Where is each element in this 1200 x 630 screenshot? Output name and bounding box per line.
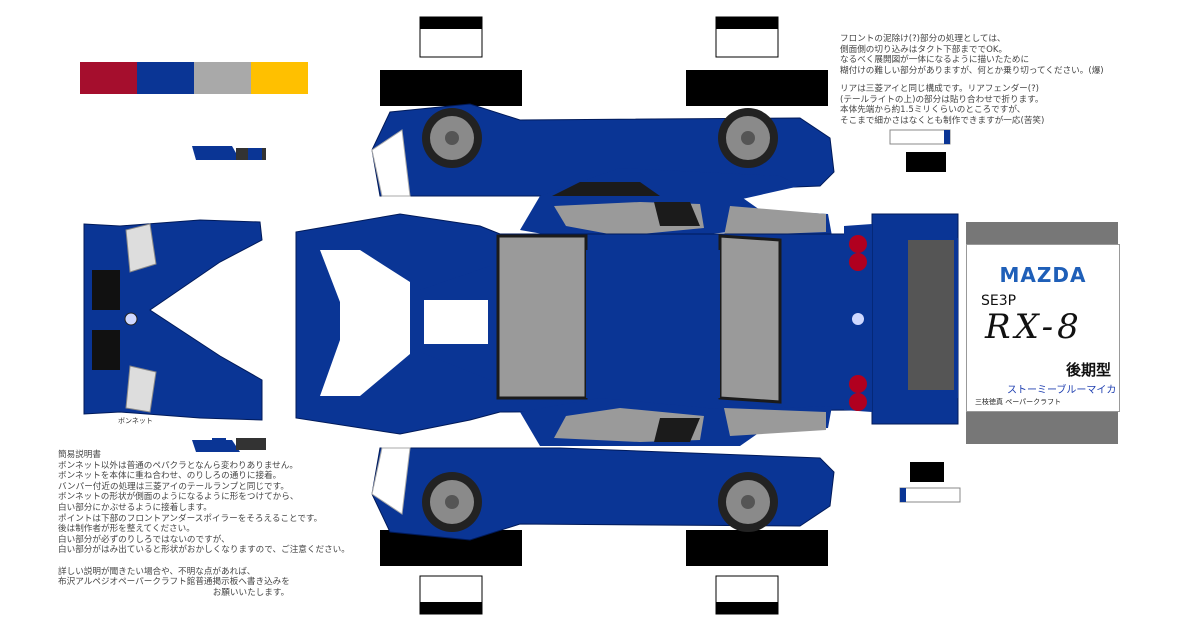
brand-logo: MAZDA	[999, 263, 1087, 287]
small-part-white-top	[889, 129, 951, 145]
instructions-body: ボンネット以外は普通のペパクラとなんら変わりありません。 ボンネットを本体に重ね…	[58, 460, 350, 598]
swatch-blue	[137, 62, 194, 94]
generation-label: 後期型	[1065, 361, 1111, 379]
side-window-strip-upper	[520, 196, 832, 244]
car-side-upper	[371, 103, 835, 204]
small-part-black-top	[906, 152, 946, 172]
bonnet-label: ボンネット	[118, 417, 153, 425]
model-name: RX-8	[985, 307, 1083, 347]
color-palette	[80, 62, 308, 94]
small-part-blue-bottom	[900, 488, 906, 502]
tire-strip-top-right	[686, 16, 828, 106]
color-name: ストーミーブルーマイカ	[1007, 385, 1117, 396]
author-credit: 三枝徳真 ペーパークラフト	[975, 398, 1062, 406]
small-part-blue-top	[944, 130, 950, 144]
mirror-part-top	[192, 146, 266, 160]
car-body-top	[295, 213, 871, 435]
side-window-strip-lower	[520, 398, 832, 446]
tire-strip-top-left	[380, 16, 522, 106]
instructions-title: 簡易説明書	[58, 450, 101, 460]
swatch-yellow	[251, 62, 308, 94]
instructions: 簡易説明書 ボンネット以外は普通のペパクラとなんら変わりありません。 ボンネット…	[58, 450, 350, 598]
mirror-part-bottom	[192, 438, 266, 452]
small-part-black-bottom	[910, 462, 944, 482]
tire-strip-bottom-left	[380, 530, 522, 615]
label-card: MAZDA SE3P RX-8 後期型 ストーミーブルーマイカ 三枝徳真 ペーパ…	[966, 244, 1120, 412]
car-side-lower	[371, 447, 835, 541]
note-front-fender: フロントの泥除け(?)部分の処理としては、 側面側の切り込みはタクト下部まででO…	[840, 34, 1104, 76]
small-part-white-bottom	[899, 487, 961, 503]
swatch-gray	[194, 62, 251, 94]
tire-strip-bottom-right	[686, 530, 828, 615]
note-rear: リアは三菱アイと同じ構成です。リアフェンダー(?) (テールライトの上)の部分は…	[840, 84, 1045, 126]
model-code: SE3P	[981, 293, 1017, 309]
bonnet-part	[83, 219, 263, 421]
swatch-red	[80, 62, 137, 94]
car-rear-part	[844, 213, 1118, 444]
